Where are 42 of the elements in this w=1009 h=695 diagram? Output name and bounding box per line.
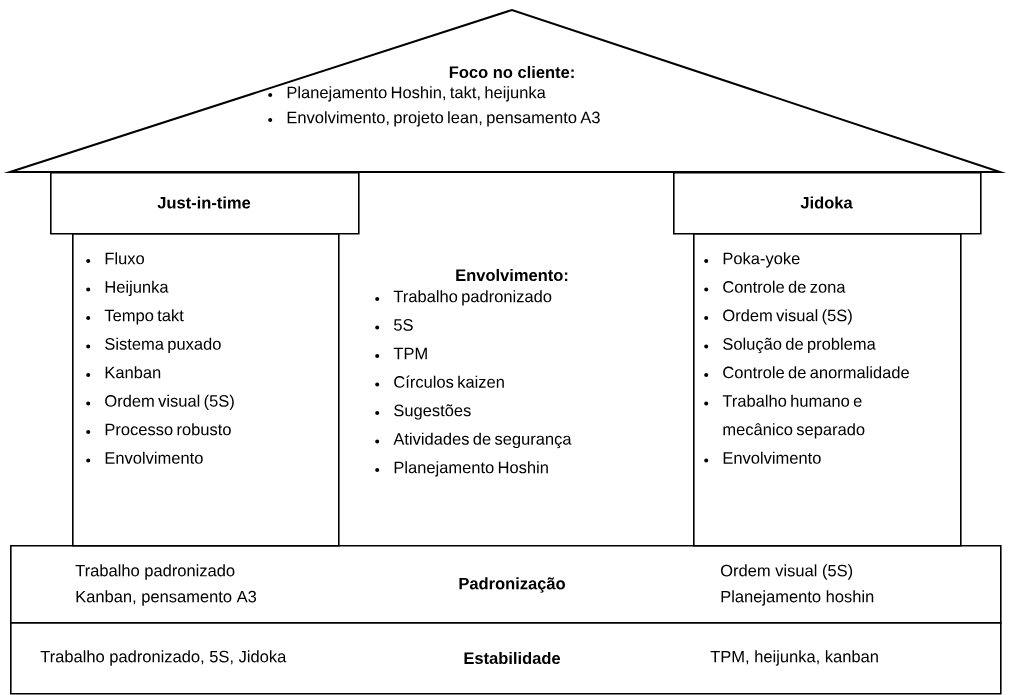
list-item: Controle de zona (704, 280, 846, 293)
band-text: TPM, heijunka, kanban (710, 650, 878, 666)
pillar-heading: Jidoka (800, 196, 853, 209)
list-item: Sistema puxado (86, 337, 221, 354)
pillar-heading: Just-in-time (157, 196, 251, 209)
list-item: 5S (375, 319, 413, 331)
band-heading: Padronização (459, 577, 565, 593)
list-item: Envolvimento, projeto lean, pensamento A3 (268, 111, 600, 127)
list-item: Poka-yoke (704, 252, 800, 268)
foundation-band (10, 622, 1002, 695)
foundation-band (10, 545, 1002, 624)
list-item: Fluxo (86, 252, 144, 265)
list-item: Solução de problema (704, 337, 876, 354)
list-item: Heijunka (86, 280, 169, 297)
pillar-box (693, 233, 962, 547)
list-item: Trabalho padronizado (375, 290, 552, 306)
list-item: Sugestões (375, 404, 471, 420)
capital-box (673, 172, 982, 235)
list-item: Envolvimento (86, 451, 203, 464)
list-item: Trabalho humano e mecânico separado (704, 394, 865, 439)
list-item: Círculos kaizen (375, 375, 504, 388)
band-text: Ordem visual (5S) (721, 564, 853, 580)
roof-heading: Foco no cliente: (449, 65, 574, 79)
list-item: Planejamento Hoshin, takt, heijunka (268, 86, 546, 102)
list-item: Envolvimento (704, 451, 821, 464)
list-item: Kanban (86, 366, 161, 379)
list-item: Planejamento Hoshin (375, 461, 548, 477)
list-item: Controle de anormalidade (704, 366, 909, 379)
band-heading: Estabilidade (464, 651, 561, 665)
band-text: Planejamento hoshin (721, 590, 874, 606)
capital-box (50, 172, 360, 235)
center-heading: Envolvimento: (456, 268, 568, 282)
list-item: Tempo takt (86, 309, 184, 325)
band-text: Trabalho padronizado, 5S, Jidoka (40, 650, 287, 666)
list-item: Processo robusto (86, 423, 231, 436)
list-item: Atividades de segurança (375, 432, 572, 449)
list-item: Ordem visual (5S) (704, 309, 852, 325)
band-text: Trabalho padronizado (75, 564, 235, 580)
pillar-box (72, 233, 340, 547)
list-item: Ordem visual (5S) (86, 394, 234, 411)
band-text: Kanban, pensamento A3 (76, 590, 257, 606)
list-item: TPM (375, 347, 427, 360)
